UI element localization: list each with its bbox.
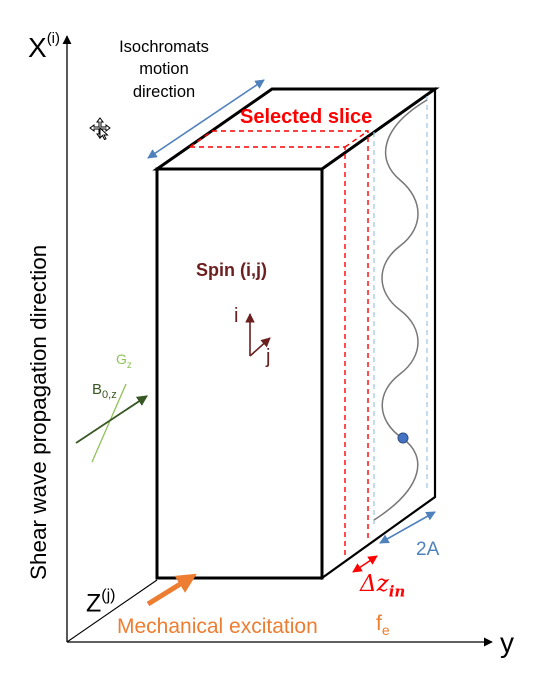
isochromats-arrow [147, 79, 265, 159]
isochromats-label: Isochromats motion direction [104, 36, 224, 103]
spin-label: Spin (i,j) [196, 260, 267, 280]
move-cursor-icon [89, 117, 111, 140]
x-axis-letter: X [28, 32, 47, 63]
fe-letter: f [376, 612, 382, 635]
amplitude-arrow [379, 511, 436, 544]
mechanical-excitation-label: Mechanical excitation [117, 615, 318, 638]
box-front-face [155, 167, 324, 580]
z-axis-letter: Z [86, 589, 102, 618]
b0z-arrow [75, 395, 148, 444]
gz-letter: G [116, 351, 127, 367]
spin-j-arrow [249, 337, 271, 357]
b0-subscript: 0,z [102, 389, 117, 401]
delta-z-arrow [352, 555, 378, 573]
spin-i-label: i [234, 305, 239, 327]
gz-label: Gz [116, 352, 132, 371]
spin-j-label: j [266, 346, 271, 368]
amplitude-label: 2A [416, 539, 440, 560]
z-axis-line [66, 579, 158, 643]
isochromats-line2: motion [139, 60, 189, 79]
delta-z-letter: Δz [360, 571, 389, 597]
y-axis-label: y [500, 629, 514, 657]
y-axis-letter: y [500, 627, 514, 658]
gz-subscript: z [126, 359, 132, 371]
box-side-face [320, 86, 437, 581]
fe-subscript: e [381, 622, 390, 639]
b0z-label: B0,z [92, 382, 117, 401]
isochromats-line3: direction [132, 82, 196, 101]
mechanical-excitation-arrow [146, 573, 197, 607]
isochromat-dot [397, 432, 409, 444]
fe-label: fe [376, 613, 390, 637]
z-axis-superscript: (j) [101, 587, 116, 604]
x-axis-label: X(i) [28, 31, 60, 63]
shear-wave-axis-title: Shear wave propagation direction [26, 244, 51, 580]
selected-slice-label: Selected slice [240, 106, 373, 128]
amplitude-guides [373, 96, 428, 525]
gz-line [91, 383, 127, 463]
delta-z-subscript: in [388, 582, 406, 601]
x-axis-superscript: (i) [46, 29, 61, 47]
delta-z-label: Δzin [360, 573, 405, 600]
isochromats-line1: Isochromats [119, 38, 209, 56]
b0-letter: B [92, 381, 103, 398]
z-axis-label: Z(j) [86, 587, 116, 618]
